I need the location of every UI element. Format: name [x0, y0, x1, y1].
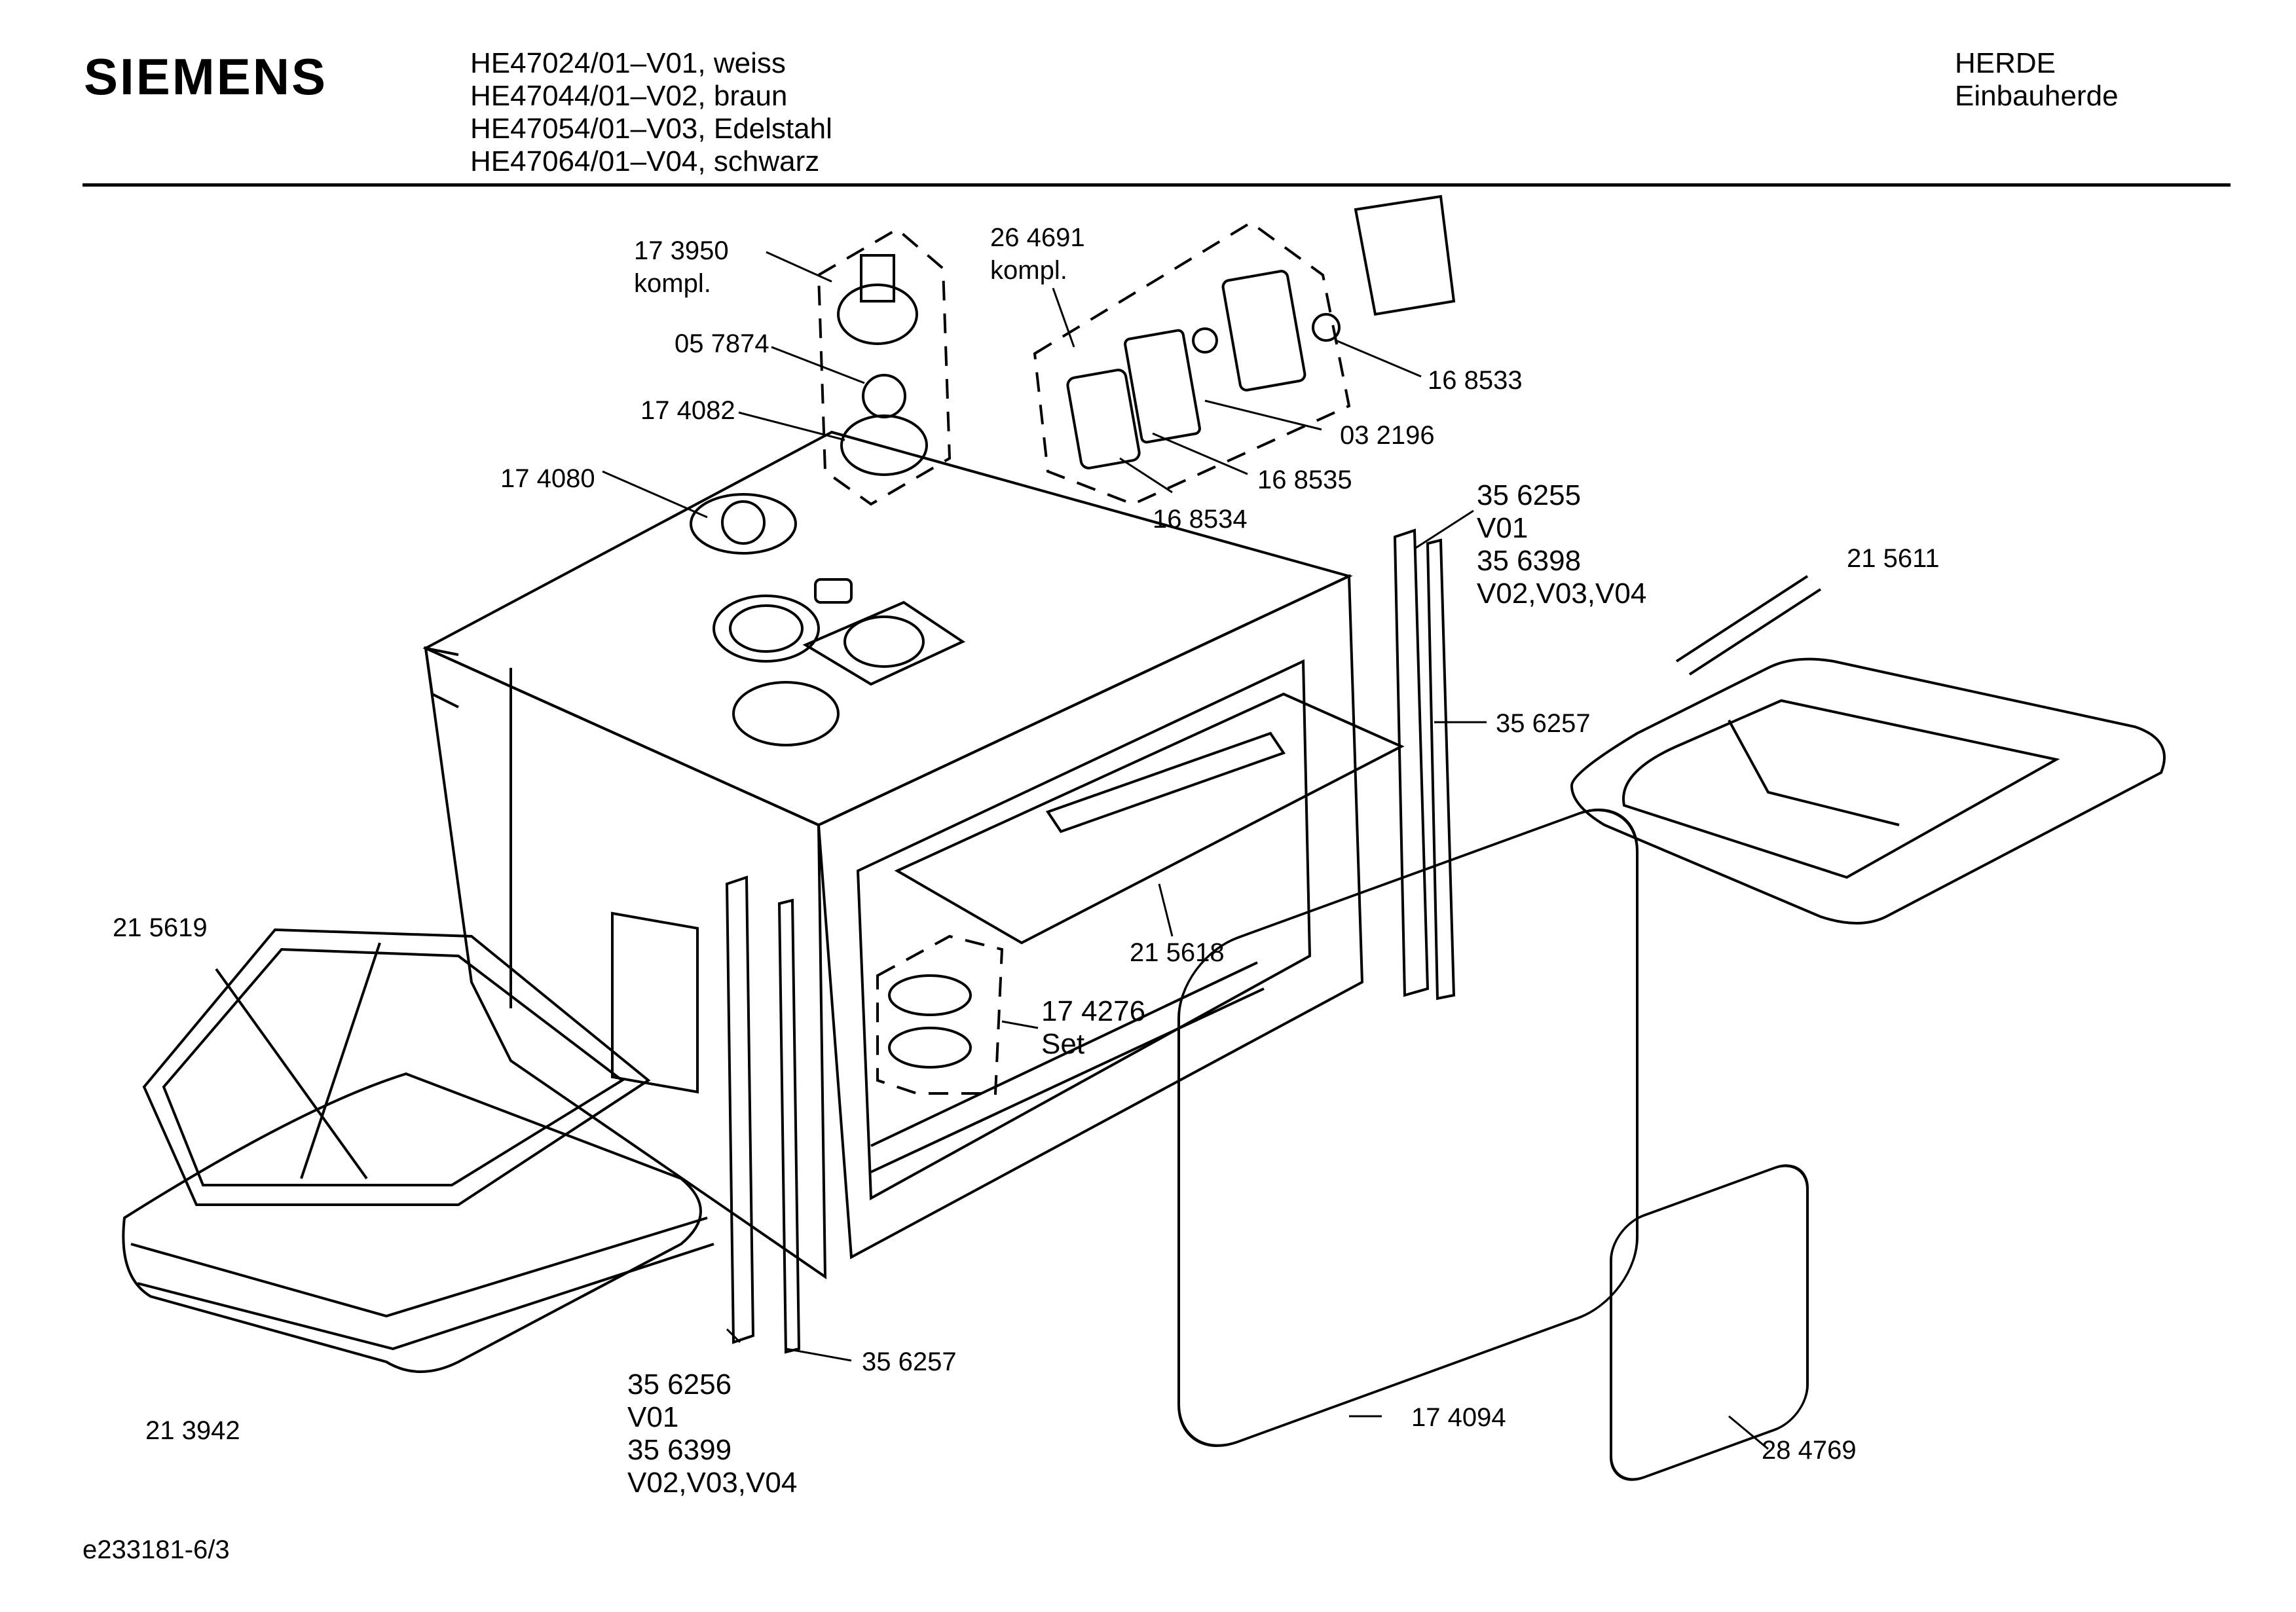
part-label-356257-left: 35 6257 — [862, 1347, 957, 1376]
part-number: 26 4691 — [990, 223, 1085, 252]
part-label-168534: 16 8534 — [1153, 505, 1248, 534]
part-label-032196: 03 2196 — [1340, 421, 1435, 450]
part-number: 17 4276 — [1041, 995, 1146, 1027]
part-label-356256: 35 6256 V01 35 6399 V02,V03,V04 — [627, 1368, 797, 1499]
part-label-356257-right: 35 6257 — [1496, 709, 1591, 738]
model-line: HE47024/01–V01, weiss — [470, 47, 786, 79]
part-variant: V01 — [627, 1401, 679, 1433]
part-number: 35 6399 — [627, 1434, 732, 1466]
product-category: HERDE Einbauherde — [1955, 47, 2119, 113]
part-note: Set — [1041, 1028, 1085, 1060]
part-label-284769: 28 4769 — [1762, 1436, 1857, 1465]
leader-lines — [602, 251, 1769, 1450]
part-label-356255: 35 6255 V01 35 6398 V02,V03,V04 — [1477, 479, 1646, 610]
part-number: 17 3950 — [634, 236, 729, 265]
part-label-174276: 17 4276 Set — [1041, 995, 1145, 1061]
insulation-mat — [122, 1072, 714, 1373]
part-number: 35 6398 — [1477, 545, 1582, 577]
side-strips — [725, 528, 1456, 1354]
lamp-assembly — [1033, 194, 1456, 506]
small-gasket — [1610, 1164, 1809, 1481]
part-note: kompl. — [634, 269, 711, 298]
part-label-168535: 16 8535 — [1257, 466, 1352, 494]
part-number: 35 6255 — [1477, 479, 1582, 511]
part-label-215619: 21 5619 — [113, 913, 208, 942]
lower-heating-element — [142, 928, 651, 1206]
model-list: HE47024/01–V01, weiss HE47044/01–V02, br… — [470, 47, 832, 178]
door-gasket — [1177, 808, 1639, 1448]
part-label-174082: 17 4082 — [640, 396, 735, 425]
part-label-264691: 26 4691 kompl. — [990, 221, 1085, 287]
part-label-168533: 16 8533 — [1428, 366, 1523, 395]
part-label-215618: 21 5618 — [1130, 938, 1225, 967]
oven-cavity — [422, 430, 1405, 1279]
brand-logo: SIEMENS — [84, 48, 328, 105]
header-rule — [83, 183, 2231, 187]
upper-heating-element — [1570, 575, 2166, 925]
model-line: HE47064/01–V04, schwarz — [470, 145, 820, 177]
part-number: 35 6256 — [627, 1368, 732, 1401]
cavity-openings — [690, 493, 966, 746]
part-label-174094: 17 4094 — [1411, 1403, 1506, 1432]
part-variant: V02,V03,V04 — [1477, 577, 1647, 610]
category-line: HERDE — [1955, 47, 2056, 79]
fan-set — [876, 934, 1004, 1095]
part-variant: V02,V03,V04 — [627, 1467, 798, 1499]
thermostat-assembly — [817, 227, 952, 506]
model-line: HE47044/01–V02, braun — [470, 80, 788, 112]
part-label-215611: 21 5611 — [1847, 544, 1940, 573]
part-label-057874: 05 7874 — [675, 329, 769, 358]
category-line: Einbauherde — [1955, 80, 2119, 112]
part-note: kompl. — [990, 256, 1067, 285]
part-label-213942: 21 3942 — [145, 1416, 240, 1445]
part-label-173950: 17 3950 kompl. — [634, 234, 729, 300]
part-variant: V01 — [1477, 512, 1528, 544]
document-reference: e233181-6/3 — [83, 1535, 230, 1564]
model-line: HE47054/01–V03, Edelstahl — [470, 113, 832, 145]
part-label-174080: 17 4080 — [500, 464, 595, 493]
